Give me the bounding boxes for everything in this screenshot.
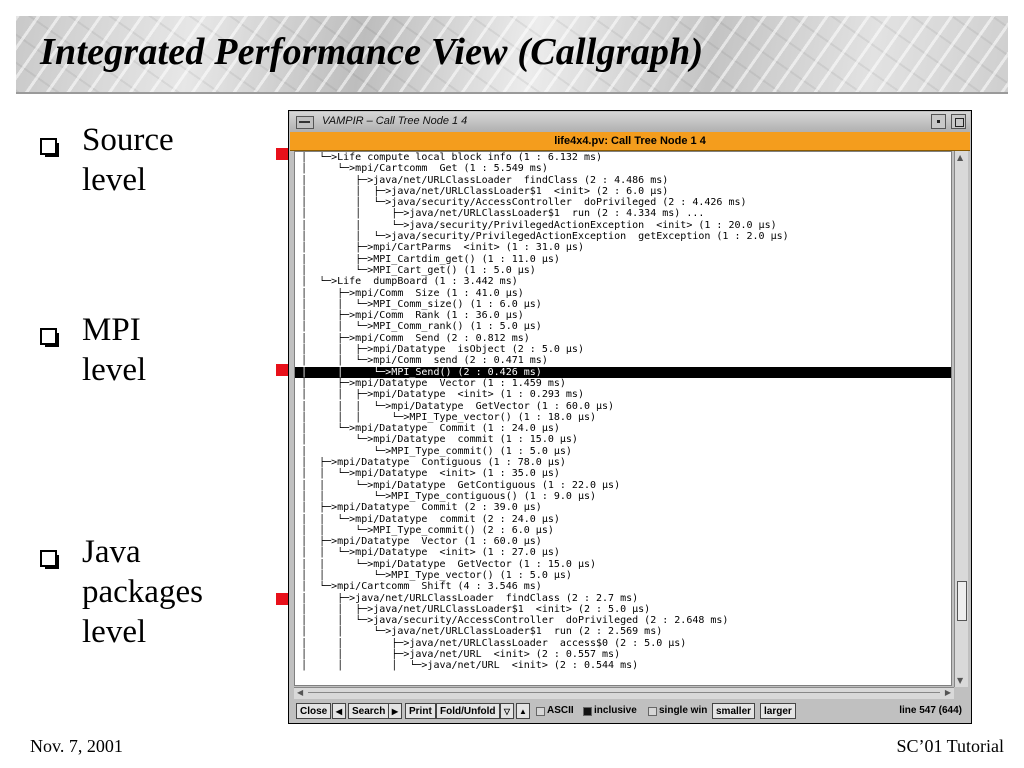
tree-row[interactable]: │ ├─>mpi/Comm Send (2 : 0.812 ms) (301, 332, 530, 344)
scroll-left-icon[interactable]: ◀ (297, 688, 304, 697)
footer-date: Nov. 7, 2001 (30, 736, 123, 756)
bullet-line: MPI (82, 312, 141, 348)
checkbox-bullet-icon (40, 138, 59, 157)
ascii-label: ASCII (547, 705, 574, 716)
tree-row[interactable]: │ │ │ └─>java/net/URL <init> (2 : 0.544 … (301, 660, 639, 672)
tree-row[interactable]: │ │ └─>MPI_Send() (2 : 0.426 ms) (295, 366, 951, 378)
vertical-scrollbar[interactable]: ▲ ▼ (954, 151, 968, 687)
bullet-line: Java (82, 534, 141, 570)
tree-row[interactable]: │ ├─>MPI_Cartdim_get() (1 : 11.0 µs) (301, 253, 560, 265)
tree-row[interactable]: │ │ └─>mpi/Datatype <init> (1 : 35.0 µs) (301, 468, 560, 480)
bullet-line: packages (82, 574, 203, 610)
tree-row[interactable]: │ └─>Life dumpBoard (1 : 3.442 ms) (301, 276, 518, 288)
smaller-button[interactable]: smaller (712, 703, 756, 719)
inclusive-label: inclusive (594, 705, 637, 716)
call-tree-lines: │ └─>Life compute local block info (1 : … (295, 152, 951, 672)
tree-row[interactable]: │ │ └─>MPI_Comm_size() (1 : 6.0 µs) (301, 298, 542, 310)
footer-event: SC’01 Tutorial (896, 736, 1004, 756)
single-win-label: single win (659, 705, 708, 716)
tree-row[interactable]: │ │ ├─>mpi/Datatype isObject (2 : 5.0 µs… (301, 344, 584, 356)
tree-row[interactable]: │ │ └─>java/security/PrivilegedActionExc… (301, 219, 777, 231)
tree-row[interactable]: │ └─>mpi/Cartcomm Get (1 : 5.549 ms) (301, 163, 548, 175)
tree-row[interactable]: │ │ ├─>java/net/URLClassLoader$1 <init> … (301, 603, 651, 615)
line-status: line 547 (644) (899, 705, 962, 716)
tree-row[interactable]: │ ├─>mpi/Datatype Vector (1 : 60.0 µs) (301, 536, 542, 548)
tree-row[interactable]: │ │ └─>MPI_Type_commit() (2 : 6.0 µs) (301, 524, 554, 536)
tree-row[interactable]: │ │ ├─>java/net/URL <init> (2 : 0.557 ms… (301, 649, 621, 661)
tree-row[interactable]: │ │ ├─>java/net/URLClassLoader$1 run (2 … (301, 208, 705, 220)
tree-row[interactable]: │ │ └─>mpi/Datatype GetVector (1 : 15.0 … (301, 558, 597, 570)
tree-row[interactable]: │ └─>mpi/Datatype commit (1 : 15.0 µs) (301, 434, 578, 446)
window-menu-icon[interactable] (296, 116, 314, 129)
tree-row[interactable]: │ │ └─>java/security/PrivilegedActionExc… (301, 231, 789, 243)
scroll-right-icon[interactable]: ▶ (944, 688, 951, 697)
tree-row[interactable]: │ │ └─>java/net/URLClassLoader$1 run (2 … (301, 626, 663, 638)
filter-icon[interactable]: ▽ (500, 703, 514, 719)
scroll-down-icon[interactable]: ▼ (957, 676, 964, 685)
tree-row[interactable]: │ └─>Life compute local block info (1 : … (301, 152, 603, 163)
tree-row[interactable]: │ │ │ └─>MPI_Type_vector() (1 : 18.0 µs) (301, 411, 597, 423)
tree-row[interactable]: │ │ │ └─>mpi/Datatype GetVector (1 : 60.… (301, 400, 615, 412)
checkbox-bullet-icon (40, 550, 59, 569)
maximize-icon[interactable] (951, 114, 966, 129)
scroll-up-icon[interactable]: ▲ (957, 153, 964, 162)
title-band: Integrated Performance View (Callgraph) (16, 16, 1008, 94)
horizontal-scrollbar[interactable]: ◀ ▶ (294, 687, 954, 699)
tree-row[interactable]: │ ├─>mpi/CartParms <init> (1 : 31.0 µs) (301, 242, 584, 254)
tree-row[interactable]: │ │ └─>MPI_Type_contiguous() (1 : 9.0 µs… (301, 490, 597, 502)
sort-up-icon[interactable]: ▲ (516, 703, 530, 719)
tree-row[interactable]: │ │ └─>mpi/Datatype <init> (1 : 27.0 µs) (301, 547, 560, 559)
tree-row[interactable]: │ │ ├─>java/net/URLClassLoader access$0 … (301, 637, 687, 649)
larger-button[interactable]: larger (760, 703, 796, 719)
tree-row[interactable]: │ ├─>mpi/Comm Size (1 : 41.0 µs) (301, 287, 524, 299)
bullet-line: level (82, 614, 147, 650)
tree-row[interactable]: │ │ ├─>java/net/URLClassLoader$1 <init> … (301, 185, 669, 197)
checkbox-bullet-icon (40, 328, 59, 347)
bullet-line: level (82, 352, 147, 388)
tree-row[interactable]: │ ├─>mpi/Datatype Commit (2 : 39.0 µs) (301, 502, 542, 514)
fold-unfold-button[interactable]: Fold/Unfold (436, 703, 500, 719)
tree-row[interactable]: │ │ └─>mpi/Datatype commit (2 : 24.0 µs) (301, 513, 560, 525)
ascii-checkbox[interactable] (536, 707, 545, 716)
vampir-window: VAMPIR – Call Tree Node 1 4 life4x4.pv: … (288, 110, 972, 724)
bullet-line: level (82, 162, 147, 198)
tree-row[interactable]: │ │ └─>MPI_Comm_rank() (1 : 5.0 µs) (301, 321, 542, 333)
tree-row[interactable]: │ ├─>java/net/URLClassLoader findClass (… (301, 174, 669, 186)
search-button[interactable]: Search (348, 703, 390, 719)
minimize-icon[interactable] (931, 114, 946, 129)
print-button[interactable]: Print (405, 703, 436, 719)
tree-row[interactable]: │ ├─>mpi/Datatype Contiguous (1 : 78.0 µ… (301, 457, 566, 469)
call-tree-view[interactable]: │ └─>Life compute local block info (1 : … (294, 151, 952, 686)
tree-row[interactable]: │ ├─>mpi/Datatype Vector (1 : 1.459 ms) (301, 377, 566, 389)
scroll-thumb[interactable] (957, 581, 967, 621)
document-title: life4x4.pv: Call Tree Node 1 4 (290, 132, 970, 151)
tree-row[interactable]: │ │ └─>mpi/Datatype GetContiguous (1 : 2… (301, 479, 621, 491)
tree-row[interactable]: │ │ └─>mpi/Comm send (2 : 0.471 ms) (301, 355, 548, 367)
window-titlebar[interactable]: VAMPIR – Call Tree Node 1 4 (290, 112, 970, 133)
tree-row[interactable]: │ └─>mpi/Datatype Commit (1 : 24.0 µs) (301, 423, 560, 435)
tree-row[interactable]: │ └─>MPI_Type_commit() (1 : 5.0 µs) (301, 445, 572, 457)
search-forward-icon[interactable]: ▶ (388, 703, 402, 719)
tree-row[interactable]: │ │ └─>MPI_Type_vector() (1 : 5.0 µs) (301, 569, 572, 581)
tree-row[interactable]: │ └─>mpi/Cartcomm Shift (4 : 3.546 ms) (301, 581, 542, 593)
window-title: VAMPIR – Call Tree Node 1 4 (322, 115, 468, 127)
close-button[interactable]: Close (296, 703, 332, 719)
slide-title: Integrated Performance View (Callgraph) (40, 31, 704, 73)
bullet-line: Source (82, 122, 174, 158)
inclusive-checkbox[interactable] (583, 707, 592, 716)
search-back-icon[interactable]: ◀ (332, 703, 346, 719)
tree-row[interactable]: │ ├─>mpi/Comm Rank (1 : 36.0 µs) (301, 310, 524, 322)
tree-row[interactable]: │ └─>MPI_Cart_get() (1 : 5.0 µs) (301, 264, 536, 276)
toolbar: Close ◀ Search ▶ Print Fold/Unfold ▽ ▲ A… (294, 701, 966, 721)
single-win-checkbox[interactable] (648, 707, 657, 716)
tree-row[interactable]: │ │ └─>java/security/AccessController do… (301, 615, 729, 627)
tree-row[interactable]: │ ├─>java/net/URLClassLoader findClass (… (301, 592, 639, 604)
tree-row[interactable]: │ │ ├─>mpi/Datatype <init> (1 : 0.293 ms… (301, 389, 584, 401)
tree-row[interactable]: │ │ └─>java/security/AccessController do… (301, 197, 747, 209)
scroll-track[interactable] (308, 692, 940, 695)
